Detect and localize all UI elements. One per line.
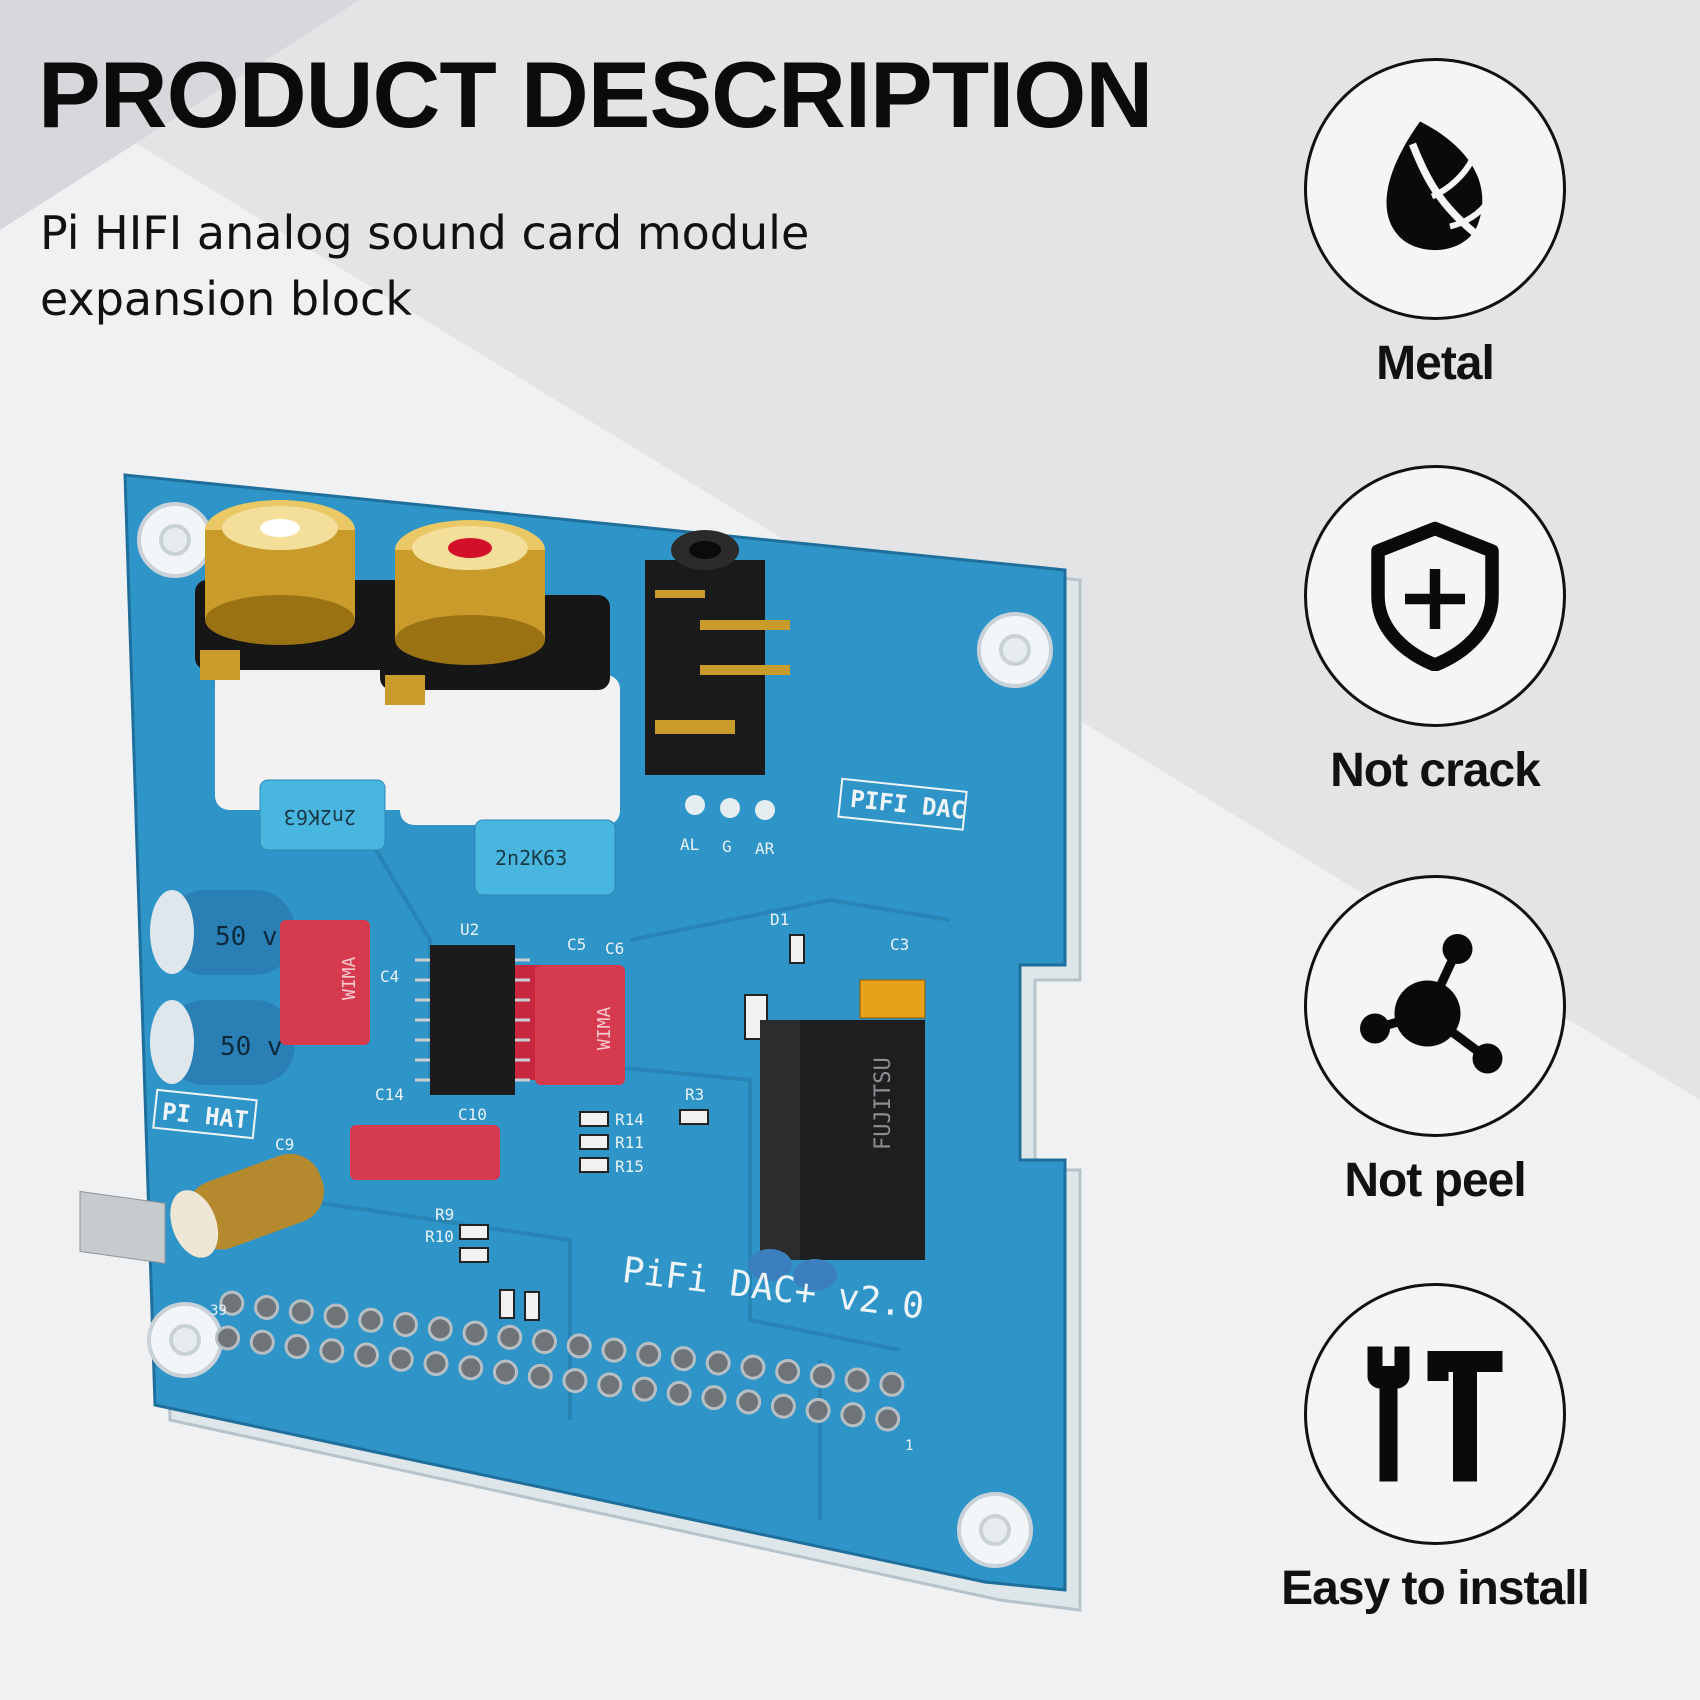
svg-text:R3: R3 [685, 1085, 704, 1104]
feature-not-crack: Not crack [1270, 465, 1600, 798]
rca-connectors [195, 500, 620, 825]
pin-al: AL [680, 835, 699, 854]
feature-metal: Metal [1270, 58, 1600, 391]
svg-text:C5: C5 [567, 935, 586, 954]
feature-easy-to-install: Easy to install [1270, 1283, 1600, 1616]
pin-ar: AR [755, 839, 775, 858]
svg-text:R9: R9 [435, 1205, 454, 1224]
svg-text:2n2K63: 2n2K63 [284, 805, 356, 829]
pin-g: G [722, 837, 732, 856]
feature-label: Not crack [1330, 744, 1541, 797]
svg-text:50 v: 50 v [215, 922, 278, 952]
feature-not-peel: Not peel [1270, 875, 1600, 1208]
svg-text:39: 39 [210, 1303, 227, 1319]
svg-text:R15: R15 [615, 1157, 644, 1176]
shield-plus-icon [1371, 521, 1499, 671]
feature-label: Not peel [1344, 1154, 1526, 1207]
tantalum-cap [859, 979, 926, 1019]
svg-text:FUJITSU: FUJITSU [871, 1057, 896, 1150]
smd-resistors [459, 934, 805, 1321]
svg-text:C4: C4 [380, 967, 399, 986]
pcb-board-illustration: AL G AR PIFI DAC 2n2K63 2n2K63 50 v 50 v… [79, 473, 1082, 1612]
al-g-ar-pads [685, 795, 775, 820]
feature-badge [1304, 58, 1566, 320]
dac-chip-u2 [415, 945, 530, 1095]
feature-badge [1304, 465, 1566, 727]
svg-text:C14: C14 [375, 1085, 404, 1104]
page-title: PRODUCT DESCRIPTION [38, 42, 1153, 147]
svg-text:50 v: 50 v [220, 1032, 283, 1062]
svg-text:R10: R10 [425, 1227, 454, 1246]
feature-label: Metal [1376, 337, 1495, 390]
red-film-caps: WIMA WIMA [280, 920, 625, 1180]
svg-text:R11: R11 [615, 1133, 644, 1152]
headphone-jack [645, 530, 790, 775]
feature-label: Easy to install [1281, 1562, 1590, 1615]
cap-2n2k63-left [259, 779, 386, 851]
svg-text:R14: R14 [615, 1110, 644, 1129]
svg-text:WIMA: WIMA [339, 956, 360, 1000]
small-metal-part [79, 1190, 166, 1264]
gpio-header [215, 1290, 905, 1432]
svg-text:C3: C3 [890, 935, 909, 954]
leaf-icon [1386, 121, 1495, 251]
svg-text:WIMA: WIMA [594, 1006, 615, 1050]
mounting-holes [137, 502, 1053, 1568]
wrench-hammer-icon [1367, 1346, 1503, 1482]
feature-badge [1304, 875, 1566, 1137]
feature-badge [1304, 1283, 1566, 1545]
product-subtitle: Pi HIFI analog sound card module expansi… [40, 206, 810, 326]
svg-text:U2: U2 [460, 920, 479, 939]
cap-2n2k63-right [474, 819, 616, 896]
svg-text:1: 1 [905, 1438, 913, 1454]
relay-component: FUJITSU [748, 1020, 925, 1291]
electrolytic-caps: 50 v 50 v [150, 890, 295, 1085]
gold-cap [170, 1153, 325, 1258]
svg-text:2n2K63: 2n2K63 [495, 846, 567, 870]
svg-text:D1: D1 [770, 910, 789, 929]
svg-text:C10: C10 [458, 1105, 487, 1124]
svg-text:C9: C9 [275, 1135, 294, 1154]
svg-text:C6: C6 [605, 939, 624, 958]
molecule-icon [1360, 934, 1503, 1074]
